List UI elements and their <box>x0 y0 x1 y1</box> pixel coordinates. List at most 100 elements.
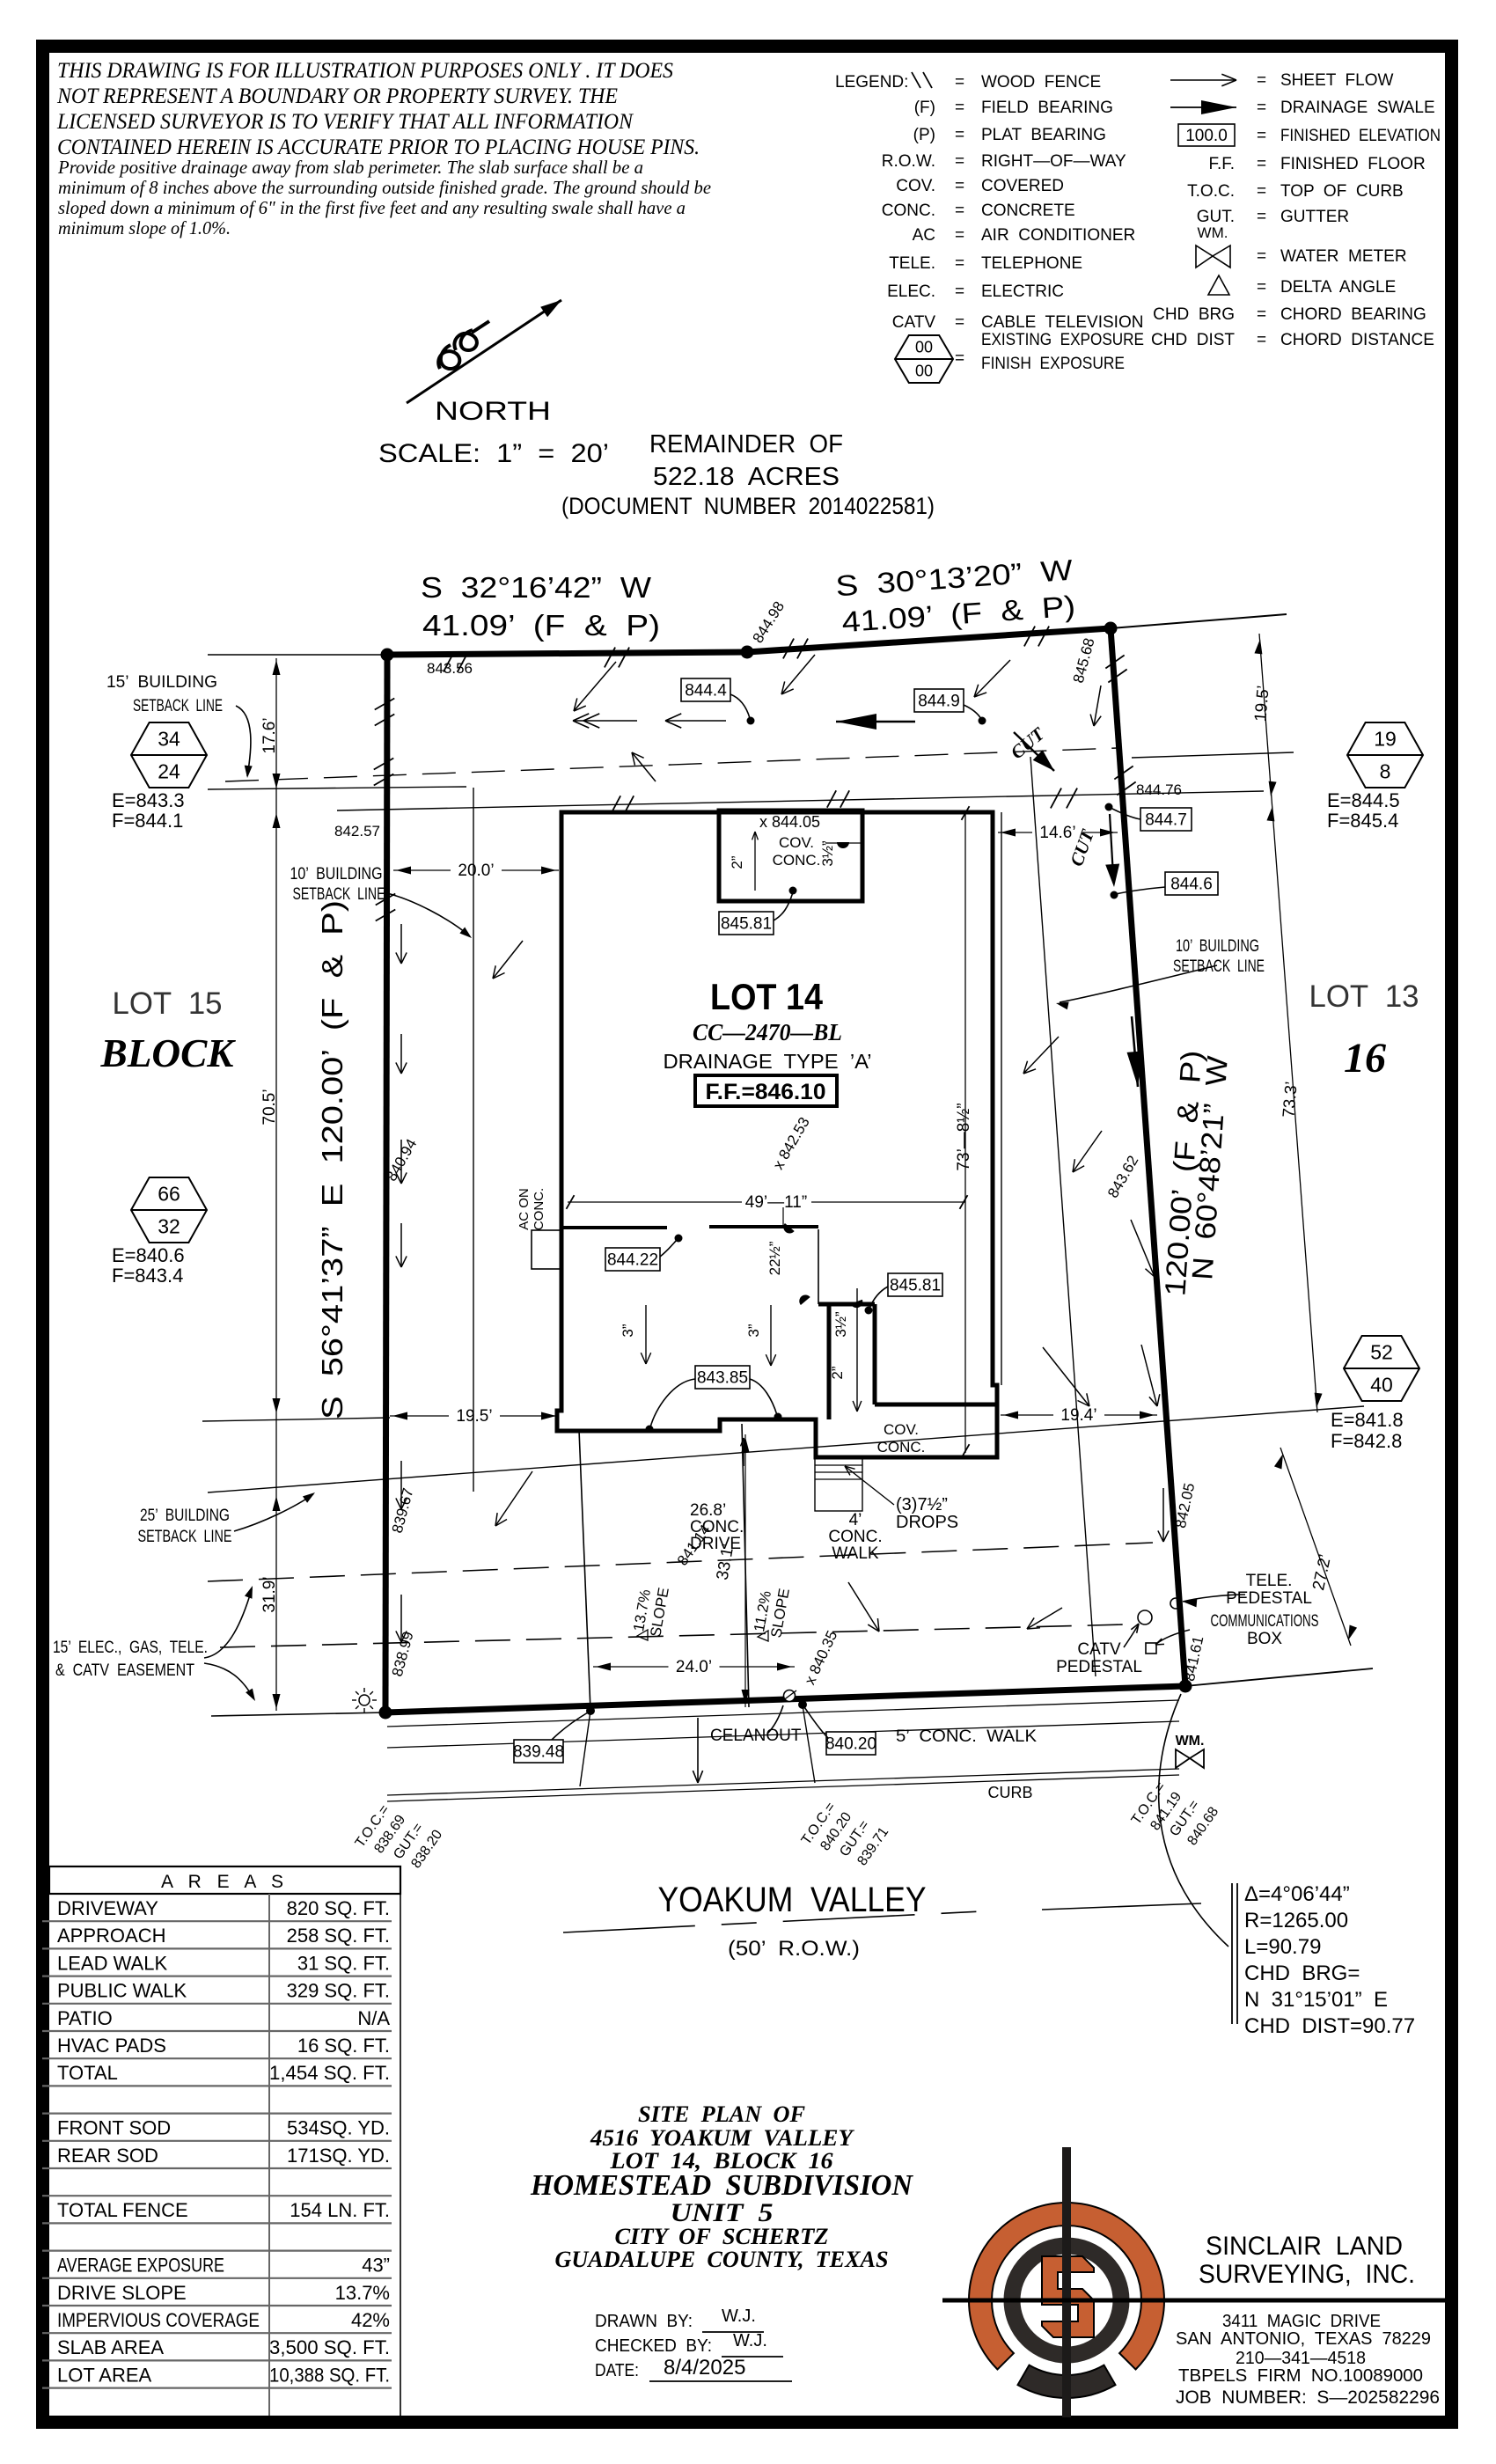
svg-text:S 32°16’42” W: S 32°16’42” W <box>421 571 652 604</box>
svg-text:3½”: 3½” <box>819 840 836 867</box>
svg-text:CHD DIST: CHD DIST <box>1151 331 1235 349</box>
svg-text:DATE:: DATE: <box>595 2361 639 2380</box>
svg-text:CHD BRG=: CHD BRG= <box>1244 1962 1360 1985</box>
svg-text:52: 52 <box>1370 1341 1393 1364</box>
svg-text:3”: 3” <box>620 1324 636 1337</box>
svg-text:N 31°15’01” E: N 31°15’01” E <box>1244 1988 1388 2012</box>
svg-text:THIS DRAWING IS FOR ILLUSTRATI: THIS DRAWING IS FOR ILLUSTRATION PURPOSE… <box>57 59 673 83</box>
svg-text:R.O.W.: R.O.W. <box>882 152 935 171</box>
svg-text:=: = <box>1257 331 1266 349</box>
svg-text:844.22: 844.22 <box>607 1251 658 1270</box>
svg-text:WM.: WM. <box>1198 224 1228 241</box>
svg-text:REAR SOD: REAR SOD <box>57 2145 158 2167</box>
svg-text:845.81: 845.81 <box>890 1277 941 1295</box>
svg-text:=: = <box>955 126 964 144</box>
svg-text:CONC.: CONC. <box>828 1528 882 1546</box>
svg-text:CONC.: CONC. <box>877 1439 926 1456</box>
svg-text:73.3’: 73.3’ <box>1280 1081 1302 1118</box>
svg-text:=: = <box>955 226 964 245</box>
svg-text:1,454 SQ. FT.: 1,454 SQ. FT. <box>269 2062 390 2084</box>
svg-text:TELE.: TELE. <box>889 254 935 273</box>
svg-text:=: = <box>955 254 964 273</box>
svg-text:TOTAL: TOTAL <box>57 2062 118 2084</box>
svg-text:FINISH EXPOSURE: FINISH EXPOSURE <box>981 355 1125 373</box>
svg-text:CHORD BEARING: CHORD BEARING <box>1280 305 1426 324</box>
svg-text:E=841.8: E=841.8 <box>1331 1409 1404 1431</box>
svg-text:FRONT SOD: FRONT SOD <box>57 2117 171 2139</box>
svg-text:ELECTRIC: ELECTRIC <box>981 282 1064 301</box>
svg-text:329 SQ. FT.: 329 SQ. FT. <box>287 1980 390 2002</box>
svg-text:SINCLAIR LAND: SINCLAIR LAND <box>1206 2232 1403 2261</box>
svg-text:17.6’: 17.6’ <box>260 717 279 753</box>
svg-text:16 SQ. FT.: 16 SQ. FT. <box>297 2035 390 2057</box>
svg-text:SHEET FLOW: SHEET FLOW <box>1280 71 1394 90</box>
svg-text:minimum slope of 1.0%.: minimum slope of 1.0%. <box>58 217 231 238</box>
svg-text:843.85: 843.85 <box>697 1369 748 1388</box>
svg-text:PATIO: PATIO <box>57 2007 113 2029</box>
svg-text:WOOD FENCE: WOOD FENCE <box>981 73 1101 92</box>
svg-text:15’ BUILDING: 15’ BUILDING <box>106 673 217 692</box>
svg-text:32: 32 <box>158 1215 180 1238</box>
svg-text:8/4/2025: 8/4/2025 <box>664 2356 745 2380</box>
svg-text:844.6: 844.6 <box>1170 876 1213 894</box>
svg-text:842.57: 842.57 <box>334 823 380 840</box>
svg-text:FIELD BEARING: FIELD BEARING <box>981 99 1113 117</box>
svg-text:(F): (F) <box>914 99 935 117</box>
svg-text:SCALE: 1” = 20’: SCALE: 1” = 20’ <box>378 439 609 468</box>
svg-text:DRAWN BY:: DRAWN BY: <box>595 2312 693 2331</box>
svg-text:10,388 SQ. FT.: 10,388 SQ. FT. <box>269 2364 390 2386</box>
svg-text:AC ON: AC ON <box>517 1188 532 1230</box>
svg-text:CONC.: CONC. <box>532 1188 546 1230</box>
svg-text:COV.: COV. <box>884 1421 919 1438</box>
svg-text:IMPERVIOUS COVERAGE: IMPERVIOUS COVERAGE <box>57 2309 260 2331</box>
svg-text:3411 MAGIC DRIVE: 3411 MAGIC DRIVE <box>1222 2312 1381 2331</box>
svg-text:00: 00 <box>915 338 933 356</box>
svg-text:171SQ. YD.: 171SQ. YD. <box>287 2145 390 2167</box>
svg-text:COV.: COV. <box>896 177 935 195</box>
svg-text:GUT.: GUT. <box>1197 208 1235 226</box>
svg-text:CHD DIST=90.77: CHD DIST=90.77 <box>1244 2014 1415 2038</box>
svg-text:534SQ. YD.: 534SQ. YD. <box>287 2117 390 2139</box>
svg-text:=: = <box>1257 155 1266 173</box>
svg-text:522.18 ACRES: 522.18 ACRES <box>653 463 840 491</box>
svg-text:FINISHED ELEVATION: FINISHED ELEVATION <box>1280 127 1441 145</box>
svg-text:COVERED: COVERED <box>981 177 1064 195</box>
svg-text:19.5’: 19.5’ <box>1251 685 1273 722</box>
svg-text:=: = <box>1257 127 1266 145</box>
svg-text:E=843.3: E=843.3 <box>112 789 185 811</box>
svg-text:minimum of 8 inches above the: minimum of 8 inches above the surroundin… <box>58 177 711 198</box>
svg-text:49’—11”: 49’—11” <box>745 1193 807 1212</box>
svg-text:sloped down a minimum of 6" in: sloped down a minimum of 6" in the first… <box>58 197 686 218</box>
svg-text:3,500 SQ. FT.: 3,500 SQ. FT. <box>269 2336 390 2358</box>
svg-text:258 SQ. FT.: 258 SQ. FT. <box>287 1925 390 1947</box>
svg-text:LOT 13: LOT 13 <box>1309 979 1419 1014</box>
svg-text:T.O.C.: T.O.C. <box>1187 182 1235 201</box>
svg-text:WALK: WALK <box>832 1544 878 1563</box>
svg-text:GUADALUPE COUNTY, TEXAS: GUADALUPE COUNTY, TEXAS <box>555 2247 889 2272</box>
svg-text:TELEPHONE: TELEPHONE <box>981 254 1082 273</box>
svg-text:COMMUNICATIONS: COMMUNICATIONS <box>1211 1612 1319 1631</box>
svg-text:LOT 15: LOT 15 <box>113 986 223 1021</box>
svg-text:=: = <box>955 282 964 301</box>
svg-text:HVAC PADS: HVAC PADS <box>57 2035 166 2057</box>
svg-text:FINISHED FLOOR: FINISHED FLOOR <box>1280 155 1426 173</box>
svg-text:SITE PLAN OF: SITE PLAN OF <box>638 2101 805 2127</box>
svg-text:19.4’: 19.4’ <box>1060 1406 1096 1425</box>
svg-text:YOAKUM VALLEY: YOAKUM VALLEY <box>658 1881 927 1919</box>
svg-text:24: 24 <box>158 760 180 783</box>
svg-text:820 SQ. FT.: 820 SQ. FT. <box>287 1897 390 1919</box>
svg-text:TBPELS FIRM NO.10089000: TBPELS FIRM NO.10089000 <box>1178 2366 1423 2386</box>
svg-text:3”: 3” <box>745 1324 762 1337</box>
svg-text:=: = <box>955 177 964 195</box>
svg-text:Δ=4°06’44”: Δ=4°06’44” <box>1244 1882 1350 1906</box>
svg-text:LICENSED SURVEYOR IS TO VERIFY: LICENSED SURVEYOR IS TO VERIFY THAT ALL … <box>56 110 634 134</box>
svg-text:TELE.: TELE. <box>1246 1572 1293 1590</box>
svg-text:840.20: 840.20 <box>825 1735 876 1754</box>
svg-text:CONTAINED HEREIN IS ACCURATE P: CONTAINED HEREIN IS ACCURATE PRIOR TO PL… <box>57 136 700 159</box>
svg-text:CONCRETE: CONCRETE <box>981 202 1075 220</box>
svg-text:JOB NUMBER: S—202582296: JOB NUMBER: S—202582296 <box>1176 2387 1440 2408</box>
svg-text:=: = <box>1257 208 1266 226</box>
svg-text:845.81: 845.81 <box>721 915 772 934</box>
svg-text:8: 8 <box>1380 760 1391 783</box>
svg-text:210—341—4518: 210—341—4518 <box>1236 2349 1366 2368</box>
